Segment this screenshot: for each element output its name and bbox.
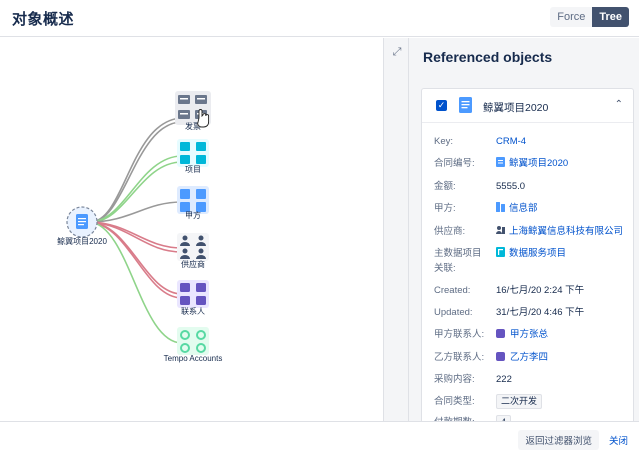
root-node[interactable]: 鲸翼项目2020 [57, 206, 107, 246]
page-title: 对象概述 [12, 11, 75, 28]
field-value: 31/七月/20 4:46 下午 [496, 307, 585, 318]
back-to-filter-button[interactable]: 返回过滤器浏览 [518, 430, 599, 450]
edge-tempo [89, 221, 183, 344]
field-label: 合同编号: [434, 158, 475, 169]
building-icon [180, 189, 206, 212]
field-value-link[interactable]: 数据服务项目 [496, 246, 566, 261]
chevron-up-icon[interactable]: ⌃ [614, 99, 623, 110]
graph-svg[interactable]: 鲸翼项目2020 发票 项目 [0, 38, 383, 421]
field-value: 5555.0 [496, 181, 526, 192]
node-jiafang[interactable]: 甲方 [177, 186, 209, 220]
field-label: 采购内容: [434, 374, 475, 385]
contact-icon [180, 283, 206, 305]
field-label: Updated: [434, 307, 473, 318]
panel-divider[interactable]: ⤢ [383, 38, 409, 421]
field-value[interactable]: 上海鲸翼信息科技有限公司 [509, 226, 624, 237]
node-label: 甲方 [185, 210, 201, 220]
field-value-link[interactable]: 上海鲸翼信息科技有限公司 [496, 224, 623, 239]
root-node-label: 鲸翼项目2020 [57, 236, 107, 246]
people-icon [180, 235, 206, 259]
node-lianxiren[interactable]: 联系人 [177, 280, 209, 316]
panel-title: Referenced objects [423, 49, 553, 65]
cursor-hand-icon [197, 109, 210, 128]
footer: 返回过滤器浏览 关闭 [0, 421, 639, 454]
building-icon [496, 202, 505, 212]
supplier-icon [496, 226, 505, 234]
tree-view-button[interactable]: Tree [592, 7, 629, 27]
field-label: 合同类型: [434, 396, 475, 407]
field-value: 16/七月/20 2:24 下午 [496, 285, 585, 296]
node-label: Tempo Accounts [164, 354, 223, 363]
field-label: 金额: [434, 181, 456, 192]
edge-lianxiren-2 [89, 221, 183, 299]
field-label: 供应商: [434, 226, 466, 237]
project-icon [180, 142, 206, 164]
select-checkbox[interactable]: ✓ [436, 100, 447, 111]
field-label: 乙方联系人: [434, 352, 485, 363]
node-gongyingshang[interactable]: 供应商 [177, 233, 209, 269]
field-value: 222 [496, 374, 512, 385]
node-label: 发票 [185, 121, 201, 131]
card-header[interactable]: ✓ 鲸翼项目2020 ⌃ [422, 89, 633, 123]
node-tempo[interactable]: Tempo Accounts [164, 327, 223, 363]
account-icon [180, 330, 206, 353]
expand-icon[interactable]: ⤢ [392, 46, 402, 58]
field-value-link[interactable]: 乙方李四 [496, 350, 548, 365]
field-label: Key: [434, 136, 454, 147]
view-toggle: Force Tree [550, 7, 629, 27]
field-value[interactable]: 数据服务项目 [509, 248, 567, 259]
field-value-link[interactable]: 甲方张总 [496, 327, 548, 342]
edge-xiangmu-2 [89, 161, 183, 223]
close-button[interactable]: 关闭 [608, 436, 628, 447]
field-label: 甲方: [434, 203, 456, 214]
node-xiangmu[interactable]: 项目 [177, 139, 209, 174]
referenced-objects-panel: Referenced objects ✓ 鲸翼项目2020 ⌃ Key: CRM… [409, 38, 639, 421]
card-title: 鲸翼项目2020 [483, 102, 549, 114]
field-value[interactable]: 甲方张总 [510, 329, 549, 340]
field-value-link[interactable]: 鲸翼项目2020 [496, 156, 568, 171]
field-value[interactable]: CRM-4 [496, 136, 527, 147]
edge-xiangmu [89, 155, 183, 223]
document-icon [459, 97, 472, 113]
field-value[interactable]: 信息部 [509, 203, 538, 214]
contact-icon [496, 329, 505, 338]
object-card: ✓ 鲸翼项目2020 ⌃ Key: CRM-4 合同编号: 鲸翼项目2020 金… [421, 88, 634, 421]
node-label: 项目 [185, 165, 201, 174]
field-value[interactable]: 鲸翼项目2020 [509, 158, 569, 169]
edge-fapiao [89, 117, 183, 223]
edge-jiafang [89, 201, 183, 223]
edge-gongyingshang-2 [89, 221, 183, 253]
header: 对象概述 Force Tree [0, 0, 639, 37]
node-label: 联系人 [181, 306, 205, 316]
field-label: Created: [434, 285, 471, 296]
edge-fapiao-2 [89, 121, 183, 223]
field-label: 主数据项目关联: [434, 248, 482, 274]
document-icon [496, 157, 505, 167]
field-value-tag: 4 [496, 415, 512, 421]
field-value-link[interactable]: 信息部 [496, 201, 538, 216]
field-label: 甲方联系人: [434, 329, 485, 340]
contact-icon [496, 352, 505, 361]
field-value-tag: 二次开发 [496, 394, 543, 409]
edge-lianxiren [89, 221, 183, 295]
field-value[interactable]: 乙方李四 [510, 352, 549, 363]
field-label: 付款期数: [434, 415, 489, 421]
node-fapiao[interactable]: 发票 [175, 91, 211, 131]
graph-canvas[interactable]: 鲸翼项目2020 发票 项目 [0, 38, 383, 421]
node-label: 供应商 [181, 259, 205, 269]
project-icon [496, 247, 505, 257]
force-view-button[interactable]: Force [550, 7, 593, 27]
